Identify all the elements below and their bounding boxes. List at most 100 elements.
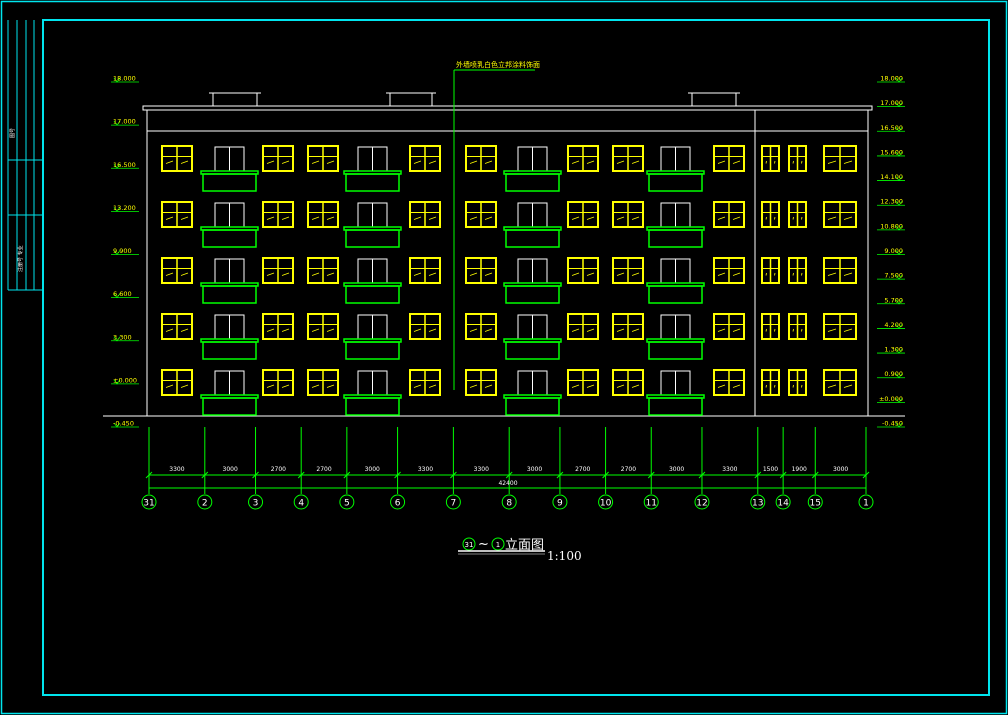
level-mark: 14.100	[877, 173, 905, 182]
window	[262, 313, 294, 340]
level-label: ±0.000	[113, 376, 137, 384]
level-mark: -0.450	[877, 420, 905, 428]
axis-label: 8	[506, 499, 512, 509]
level-mark: 0.900	[877, 370, 905, 379]
axis-bubble: 1	[858, 494, 874, 510]
levels-left: 18.00017.00016.50013.2009.9006.6003.300±…	[111, 75, 139, 428]
span-label: 2700	[316, 466, 331, 473]
level-mark: 9.000	[877, 247, 905, 256]
axis-bubble: 11	[643, 494, 659, 510]
window	[262, 369, 294, 396]
axis-label: 5	[344, 499, 350, 509]
axis-bubble: 2	[197, 494, 213, 510]
balcony-door	[660, 314, 691, 340]
window	[465, 313, 497, 340]
level-label: 12.300	[880, 198, 903, 206]
window	[307, 313, 339, 340]
window	[713, 369, 745, 396]
window	[567, 313, 599, 340]
level-mark: 18.000	[877, 75, 905, 83]
balcony	[343, 170, 402, 192]
roof-structures	[209, 92, 740, 107]
balcony	[343, 394, 402, 416]
level-mark: ±0.000	[877, 395, 905, 404]
level-mark: 1.300	[877, 346, 905, 354]
span-label: 3000	[527, 466, 542, 473]
balcony	[200, 282, 259, 304]
window	[161, 313, 193, 340]
window	[465, 257, 497, 284]
level-mark: 16.500	[877, 124, 905, 132]
span-label: 3300	[418, 466, 433, 473]
window	[307, 145, 339, 172]
axis-bubble: 8	[501, 494, 517, 510]
window	[713, 313, 745, 340]
window	[161, 201, 193, 228]
total-width-label: 42400	[498, 480, 517, 487]
level-mark: 17.000	[111, 118, 139, 126]
balcony	[646, 394, 705, 416]
balcony-door	[357, 146, 388, 172]
window	[788, 369, 807, 396]
balcony-door	[517, 314, 548, 340]
window	[161, 257, 193, 284]
axis-bubble: 14	[775, 494, 791, 510]
balcony-door	[517, 202, 548, 228]
span-label: 3000	[365, 466, 380, 473]
axis-bubble: 7	[445, 494, 461, 510]
balcony-door	[517, 370, 548, 396]
window	[409, 369, 441, 396]
level-label: 4.200	[884, 321, 903, 329]
balcony-door	[517, 258, 548, 284]
span-label: 2700	[621, 466, 636, 473]
axis-bubble: 9	[552, 494, 568, 510]
axis-bubble: 3	[248, 494, 264, 510]
window	[823, 201, 857, 228]
window	[761, 257, 780, 284]
span-label: 3000	[669, 466, 684, 473]
window	[788, 313, 807, 340]
window	[823, 145, 857, 172]
drawing-title: 31 ~ 1 立面图 1:100	[458, 537, 582, 563]
balcony-door	[214, 146, 245, 172]
window	[161, 145, 193, 172]
span-label: 3300	[722, 466, 737, 473]
level-mark: 10.800	[877, 222, 905, 231]
balcony	[503, 226, 562, 248]
span-label: 1500	[763, 466, 778, 473]
window	[465, 369, 497, 396]
level-mark: 6.600	[111, 290, 139, 299]
title-axis-end: 1	[496, 541, 500, 549]
axis-bubble: 6	[390, 494, 406, 510]
window	[788, 145, 807, 172]
window	[567, 369, 599, 396]
level-label: 16.500	[113, 161, 136, 169]
axis-label: 10	[600, 499, 612, 509]
window	[823, 257, 857, 284]
span-label: 3300	[474, 466, 489, 473]
axis-label: 31	[143, 499, 154, 509]
level-label: 13.200	[113, 204, 136, 212]
level-label: 7.500	[884, 272, 903, 280]
level-mark: 13.200	[111, 204, 139, 213]
level-label: 1.300	[884, 346, 903, 354]
balcony-door	[660, 258, 691, 284]
drawing-scale: 1:100	[547, 549, 582, 563]
inner-frame	[42, 19, 990, 696]
level-mark: 16.500	[111, 161, 139, 169]
balcony	[343, 226, 402, 248]
window	[788, 201, 807, 228]
title-axis-start: 31	[465, 541, 474, 549]
span-label: 3300	[169, 466, 184, 473]
axis-bubble: 12	[694, 494, 710, 510]
level-label: 18.000	[880, 75, 903, 83]
level-label: -0.450	[113, 420, 134, 428]
level-mark: -0.450	[111, 420, 139, 428]
axis-label: 2	[202, 499, 208, 509]
window	[409, 257, 441, 284]
levels-right: 18.00017.00016.50015.60014.10012.30010.8…	[877, 75, 905, 428]
balcony-door	[357, 258, 388, 284]
